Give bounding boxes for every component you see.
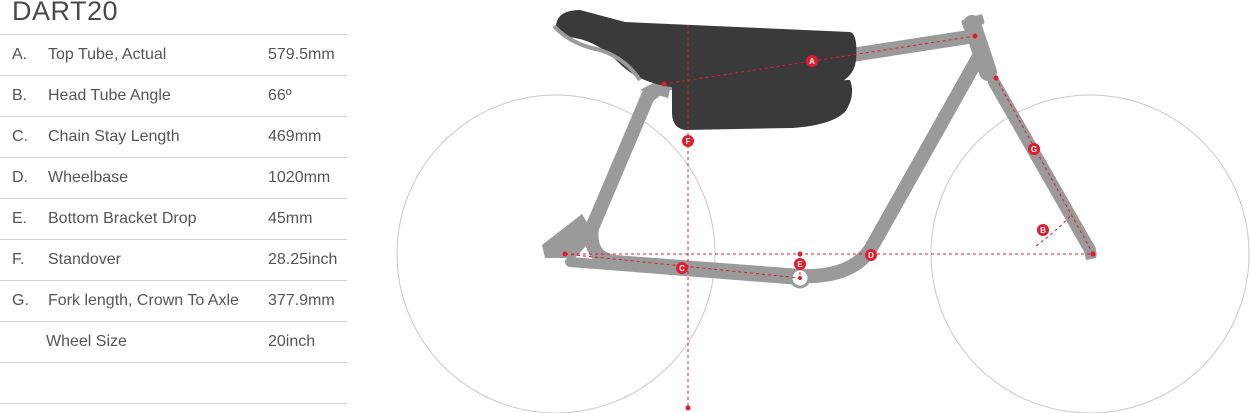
spec-value: 377.9mm bbox=[268, 292, 335, 309]
spec-value: 469mm bbox=[268, 128, 322, 145]
spec-value: 45mm bbox=[268, 210, 313, 227]
marker-g: G bbox=[1028, 143, 1040, 155]
table-row: A. Top Tube, Actual 579.5mm bbox=[0, 34, 347, 75]
spec-value: 28.25inch bbox=[268, 251, 338, 268]
spec-letter: C. bbox=[12, 128, 28, 145]
svg-text:F: F bbox=[686, 137, 691, 146]
headset-top bbox=[961, 14, 985, 30]
marker-f: F bbox=[682, 135, 694, 147]
svg-text:A: A bbox=[809, 57, 815, 66]
table-row: G. Fork length, Crown To Axle 377.9mm bbox=[0, 280, 347, 321]
spec-label: Bottom Bracket Drop bbox=[48, 210, 197, 227]
table-row-empty bbox=[0, 362, 347, 404]
spec-label: Head Tube Angle bbox=[48, 87, 171, 104]
dimension-endpoints bbox=[562, 33, 1096, 411]
svg-text:D: D bbox=[868, 251, 874, 260]
svg-text:G: G bbox=[1031, 145, 1037, 154]
spec-label: Wheel Size bbox=[46, 333, 127, 350]
page-title: DART20 bbox=[12, 0, 119, 26]
spec-letter: E. bbox=[12, 210, 28, 227]
spec-label: Top Tube, Actual bbox=[48, 46, 167, 63]
spec-value: 1020mm bbox=[268, 169, 331, 186]
marker-b: B bbox=[1037, 224, 1049, 236]
spec-label: Wheelbase bbox=[48, 169, 129, 186]
svg-text:B: B bbox=[1040, 226, 1046, 235]
dimension-line-a bbox=[663, 35, 976, 85]
spec-letter: D. bbox=[12, 169, 28, 186]
marker-d: D bbox=[865, 249, 877, 261]
geometry-table: A. Top Tube, Actual 579.5mm B. Head Tube… bbox=[0, 34, 347, 404]
marker-a: A bbox=[806, 55, 818, 67]
spec-label: Chain Stay Length bbox=[48, 128, 180, 145]
spec-letter: F. bbox=[12, 251, 25, 268]
spec-letter: G. bbox=[12, 292, 29, 309]
spec-value: 20inch bbox=[268, 333, 316, 350]
marker-c: C bbox=[676, 262, 688, 274]
table-row: C. Chain Stay Length 469mm bbox=[0, 116, 347, 157]
frame-bag bbox=[672, 80, 853, 130]
spec-letter: B. bbox=[12, 87, 28, 104]
rear-dropout bbox=[542, 214, 595, 258]
table-row: Wheel Size 20inch bbox=[0, 321, 347, 362]
table-row: F. Standover 28.25inch bbox=[0, 239, 347, 280]
marker-e: E bbox=[794, 258, 806, 270]
table-row: D. Wheelbase 1020mm bbox=[0, 157, 347, 198]
table-row: E. Bottom Bracket Drop 45mm bbox=[0, 198, 347, 239]
spec-value: 579.5mm bbox=[268, 46, 335, 63]
head-tube bbox=[963, 15, 997, 81]
table-row: B. Head Tube Angle 66º bbox=[0, 75, 347, 116]
spec-value: 66º bbox=[268, 87, 292, 104]
spec-label: Fork length, Crown To Axle bbox=[48, 292, 239, 309]
svg-text:E: E bbox=[797, 260, 803, 269]
svg-text:C: C bbox=[679, 264, 685, 273]
fork bbox=[988, 76, 1096, 256]
spec-label: Standover bbox=[48, 251, 121, 268]
saddle-shell-edge bbox=[552, 24, 642, 82]
dimension-arc-b bbox=[1035, 213, 1073, 247]
spec-letter: A. bbox=[12, 46, 28, 63]
